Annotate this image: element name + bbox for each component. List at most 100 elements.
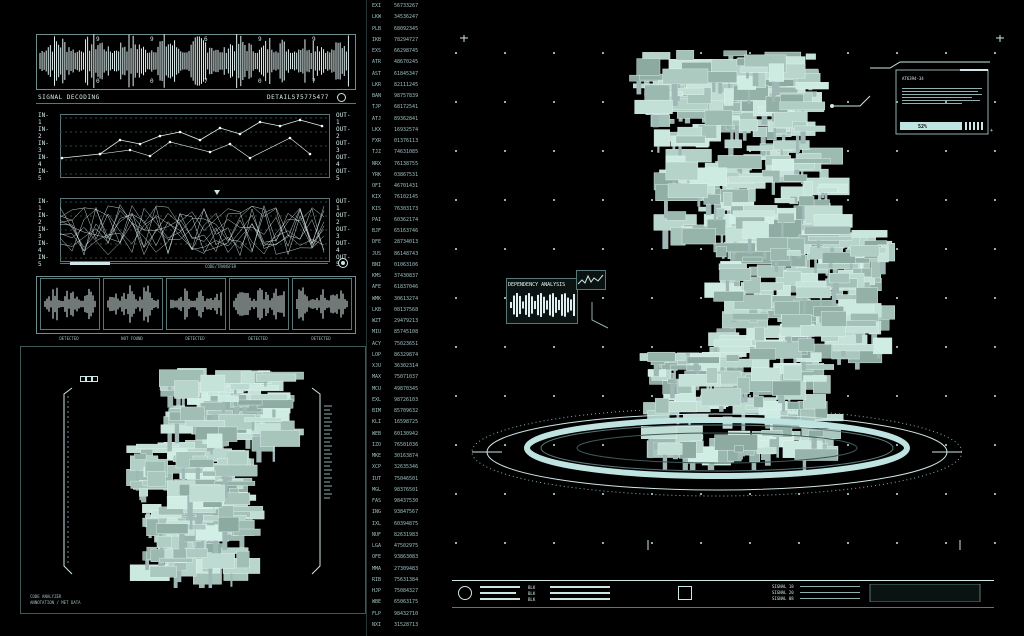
- code-value: 36302314: [394, 363, 419, 369]
- code-value: 34536247: [394, 14, 419, 21]
- main-3d-structure: [629, 50, 896, 470]
- code-key: BAN: [372, 93, 382, 99]
- grid-dot: [504, 248, 506, 250]
- grid-dot: [504, 52, 506, 54]
- grid-dot: [847, 150, 849, 152]
- code-key: ATJ: [372, 115, 382, 122]
- grid-dot: [651, 395, 653, 397]
- code-key: NXI: [372, 621, 382, 628]
- graph-row-label: OUT-2: [336, 126, 351, 140]
- grid-dot: [994, 52, 996, 54]
- status-ring-icon[interactable]: [337, 93, 346, 102]
- waveform-status-label: DETECTED: [311, 336, 331, 341]
- code-key: LKW: [372, 14, 382, 21]
- waveform-cell[interactable]: [103, 278, 163, 330]
- grid-dot: [896, 52, 898, 54]
- graph-row-label: IN-2: [38, 212, 49, 226]
- grid-dot: [749, 493, 751, 495]
- grid-dot: [896, 150, 898, 152]
- waveform-cell[interactable]: [229, 278, 289, 330]
- grid-dot: [553, 52, 555, 54]
- footer-crosshair-icon[interactable]: [678, 586, 692, 600]
- grid-dot: [455, 199, 457, 201]
- code-value: 68092345: [394, 25, 419, 32]
- grid-dot: [602, 444, 604, 446]
- code-value: 37430837: [394, 273, 419, 279]
- code-value: 98437530: [394, 498, 419, 504]
- graph2-scroll-track[interactable]: [60, 263, 328, 264]
- code-value: 60394875: [394, 520, 419, 527]
- grid-dot: [847, 52, 849, 54]
- code-key: FXR: [372, 138, 382, 144]
- code-value: 27309483: [394, 565, 419, 572]
- code-key: EXI: [372, 3, 382, 9]
- code-key: TJZ: [372, 149, 382, 156]
- grid-dot: [847, 395, 849, 397]
- signal-digit: 0: [96, 78, 100, 85]
- grid-dot: [602, 542, 604, 544]
- code-list-item: XJU 36302314: [372, 363, 418, 369]
- waveform-cell[interactable]: [292, 278, 352, 330]
- code-key: FAS: [372, 498, 382, 504]
- grid-dot: [945, 150, 947, 152]
- grid-dot: [602, 101, 604, 103]
- code-key: LKR: [372, 81, 382, 88]
- marker-triangle-icon: [214, 190, 220, 195]
- graph2-scroll-thumb[interactable]: [70, 262, 110, 265]
- footer-bar: [452, 580, 994, 608]
- code-value: 28734013: [394, 239, 419, 246]
- footer-right-2: SIGNAL 20: [772, 590, 794, 595]
- grid-dot: [945, 199, 947, 201]
- details-label: DETAILS:: [267, 94, 300, 101]
- code-key: PLB: [372, 25, 382, 32]
- code-value: 76102145: [394, 194, 419, 201]
- code-value: 16932574: [394, 126, 419, 133]
- code-key: RIB: [372, 576, 382, 583]
- square-icon: [80, 376, 86, 382]
- grid-dot: [602, 150, 604, 152]
- grid-dot: [455, 395, 457, 397]
- grid-dot: [945, 493, 947, 495]
- graph-row-label: IN-3: [38, 140, 49, 154]
- grid-dot: [700, 52, 702, 54]
- record-button[interactable]: [338, 258, 348, 268]
- grid-dot: [749, 52, 751, 54]
- code-key: NRX: [372, 160, 382, 167]
- signal-digit: 9: [312, 36, 316, 43]
- footer-right-bars: [800, 584, 981, 602]
- square-icon: [92, 376, 98, 382]
- graph-row-label: OUT-5: [336, 168, 351, 182]
- code-value: 30163874: [394, 453, 419, 459]
- code-list-item: ATJ 89362841: [372, 116, 418, 122]
- signal-digit: 7: [204, 78, 208, 85]
- footer-target-icon[interactable]: [458, 586, 472, 600]
- grid-dot: [602, 395, 604, 397]
- details-value: 75775477: [296, 94, 329, 101]
- grid-dot: [896, 346, 898, 348]
- grid-dot: [602, 493, 604, 495]
- footer-right-3: SIGNAL 08: [772, 596, 794, 601]
- waveform-status-label: DETECTED: [185, 336, 205, 341]
- code-key: XJU: [372, 363, 382, 369]
- grid-dot: [798, 542, 800, 544]
- code-key: BNI: [372, 261, 382, 268]
- code-value: 89362841: [394, 115, 419, 122]
- waveform-cell[interactable]: [166, 278, 226, 330]
- grid-dot: [553, 542, 555, 544]
- waveform-cell[interactable]: [40, 278, 100, 330]
- grid-dot: [651, 297, 653, 299]
